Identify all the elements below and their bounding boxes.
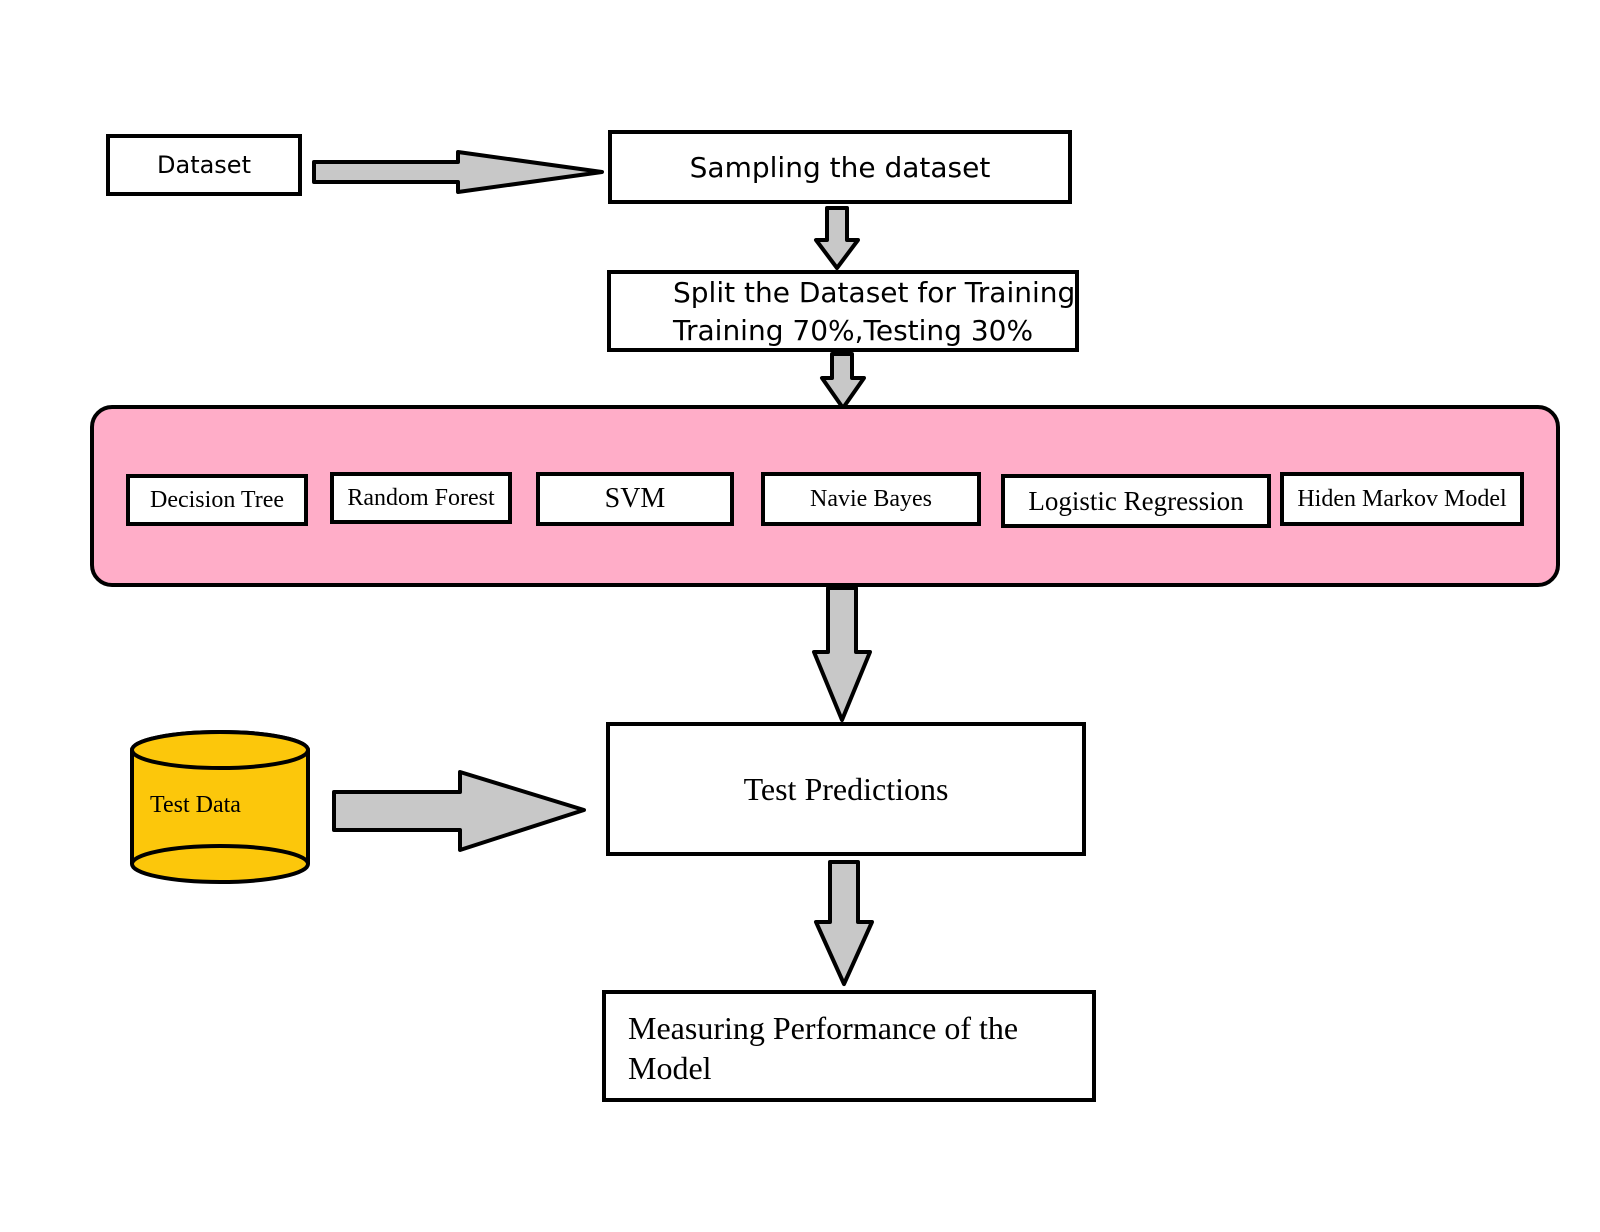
algorithm-hidden-markov-model: Hiden Markov Model [1280,472,1524,526]
arrow-dataset-to-sampling [312,150,604,194]
split-box: Split the Dataset for Training Training … [607,270,1079,352]
algorithm-random-forest: Random Forest [330,472,512,524]
test-data-cylinder [130,730,310,884]
measuring-box: Measuring Performance of the Model [602,990,1096,1102]
sampling-box: Sampling the dataset [608,130,1072,204]
arrow-models-to-predictions [812,586,872,722]
algorithm-decision-tree: Decision Tree [126,474,308,526]
split-label-line2: Training 70%,Testing 30% [673,314,1034,347]
algorithm-label: SVM [604,483,666,514]
algorithm-label: Decision Tree [150,486,284,513]
test-predictions-box: Test Predictions [606,722,1086,856]
measuring-label-line1: Measuring Performance of the [628,1010,1019,1046]
dataset-box: Dataset [106,134,302,196]
sampling-label: Sampling the dataset [689,150,991,184]
algorithm-naive-bayes: Navie Bayes [761,472,981,526]
algorithm-label: Logistic Regression [1028,485,1244,516]
arrow-sampling-to-split [814,206,860,270]
algorithm-label: Hiden Markov Model [1297,485,1507,512]
test-predictions-label: Test Predictions [743,770,949,807]
arrow-predictions-to-measuring [814,860,874,986]
arrow-split-to-models [820,352,866,410]
arrow-testdata-to-predictions [332,770,586,852]
test-data-label: Test Data [150,792,241,818]
algorithm-label: Random Forest [347,484,495,511]
dataset-label: Dataset [157,151,251,179]
algorithm-logistic-regression: Logistic Regression [1001,474,1271,528]
algorithm-svm: SVM [536,472,734,526]
split-label-line1: Split the Dataset for Training [673,276,1076,309]
algorithm-label: Navie Bayes [810,485,932,512]
measuring-label-line2: Model [628,1050,712,1086]
